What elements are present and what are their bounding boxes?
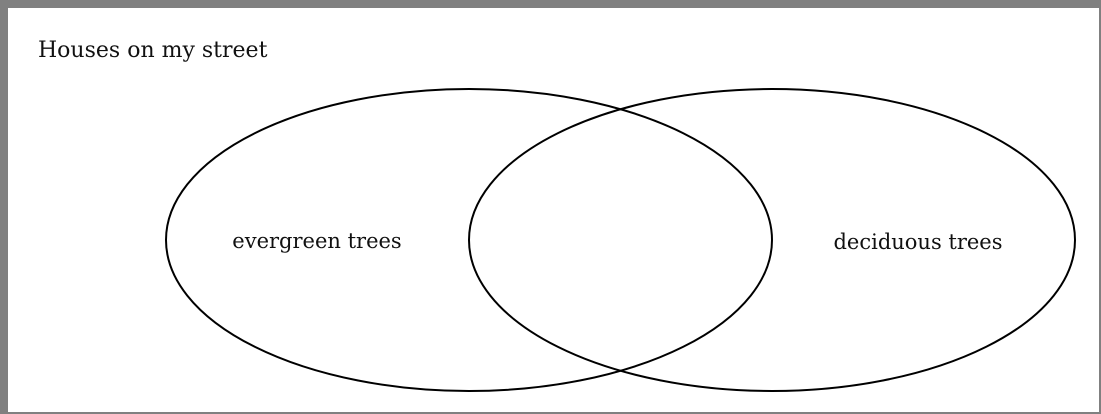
evergreen-set-label: evergreen trees [232,229,401,253]
deciduous-set-label: deciduous trees [833,230,1002,254]
diagram-title: Houses on my street [38,38,268,63]
evergreen-set-ellipse [165,88,773,392]
deciduous-set-ellipse [468,88,1076,392]
